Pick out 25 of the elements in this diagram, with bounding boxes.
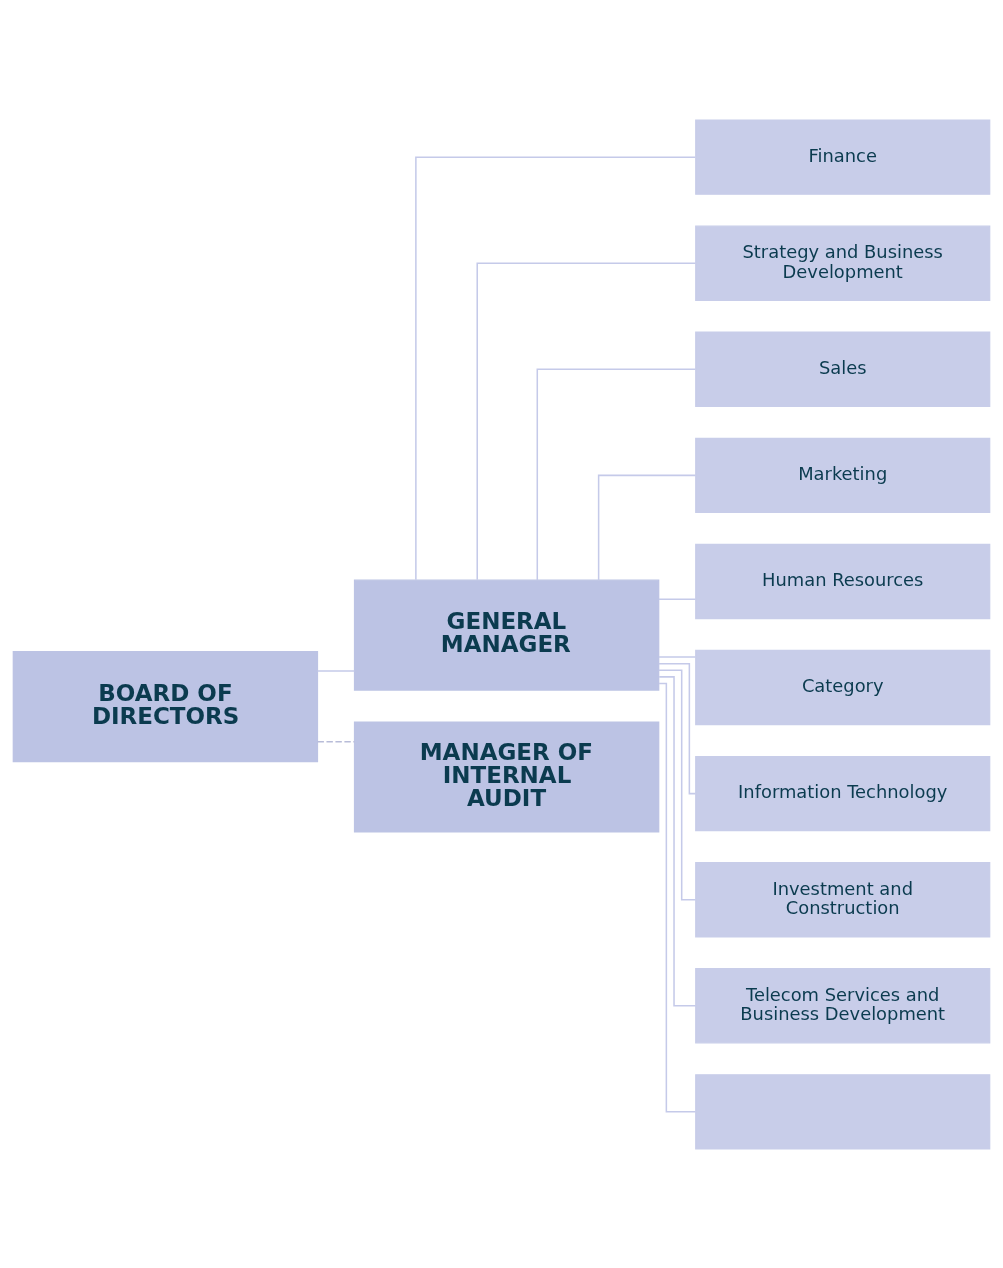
connector: [658, 662, 697, 794]
node-box: BOARD OF DIRECTORS: [12, 650, 319, 762]
node-box: Strategy and Business Development: [695, 225, 991, 301]
connector: [658, 675, 697, 1006]
connector: [658, 682, 697, 1113]
connector: [476, 262, 697, 581]
node-box: Human Resources: [695, 543, 991, 619]
node-box: MANAGER OF INTERNAL AUDIT: [353, 720, 660, 833]
connector: [658, 669, 697, 900]
connector: [597, 474, 697, 581]
node-box: Investment and Construction: [695, 861, 991, 937]
node-box: GENERAL MANAGER: [353, 579, 660, 691]
connector: [316, 669, 356, 672]
connector: [415, 155, 696, 581]
connector: [536, 368, 697, 581]
node-box: Marketing: [695, 437, 991, 513]
node-box: [695, 1073, 991, 1150]
connector: [658, 655, 697, 658]
node-box: Category: [695, 649, 991, 725]
node-box: Information Technology: [695, 755, 991, 831]
node-box: Telecom Services and Business Development: [695, 967, 991, 1043]
node-box: Sales: [695, 331, 991, 407]
connector: [658, 598, 697, 600]
connector: [316, 740, 356, 743]
node-box: Finance: [695, 118, 991, 195]
